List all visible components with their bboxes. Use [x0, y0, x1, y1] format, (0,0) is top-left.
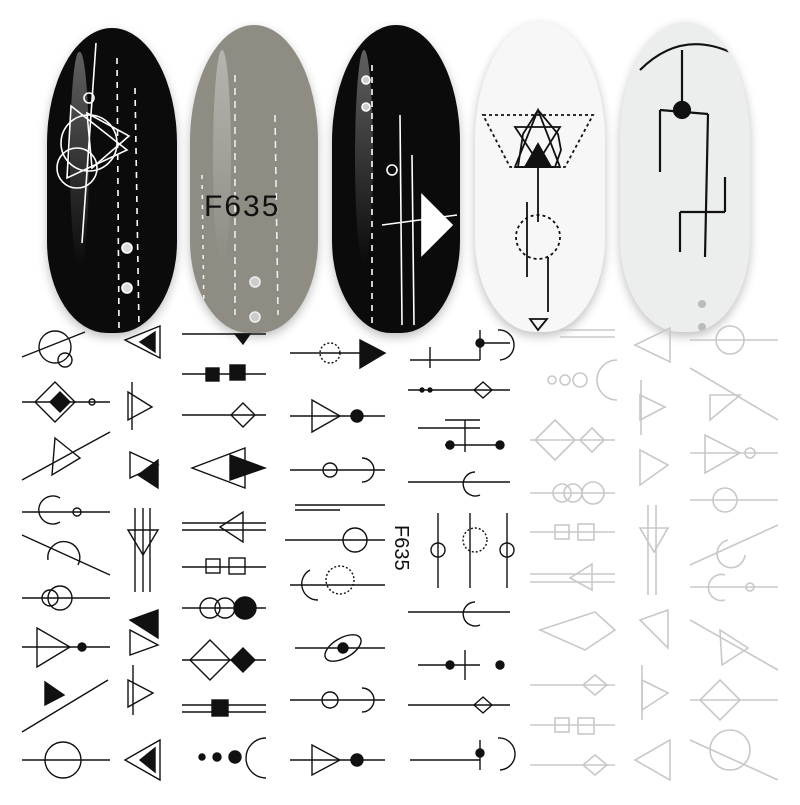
nail-5-design [639, 43, 731, 331]
sheet-product-code: F635 [390, 525, 412, 571]
nail-2-grey: F635 [190, 25, 318, 333]
nail-3-design [361, 65, 458, 326]
nail-4-design [481, 107, 595, 332]
sticker-column-1 [21, 330, 111, 779]
sticker-column-3 [182, 333, 268, 779]
nail-4-white [475, 22, 605, 332]
sticker-column-4 [285, 338, 387, 777]
nail-5-light-grey [620, 22, 750, 332]
nail-2-design [201, 75, 279, 323]
sticker-sheet: F635 [0, 320, 800, 800]
sticker-column-2 [123, 324, 161, 782]
nail-1-design [56, 42, 140, 329]
nail-shine [213, 49, 231, 266]
silver-column-3 [689, 325, 779, 781]
sticker-column-5 [408, 329, 516, 771]
silver-sticker-group [530, 325, 779, 782]
nail-3-black [332, 25, 460, 333]
black-sticker-group [21, 324, 516, 782]
nail-product-code: F635 [204, 190, 281, 223]
silver-column-1 [530, 329, 618, 777]
silver-column-2 [633, 326, 671, 782]
nail-1-black [47, 28, 177, 333]
